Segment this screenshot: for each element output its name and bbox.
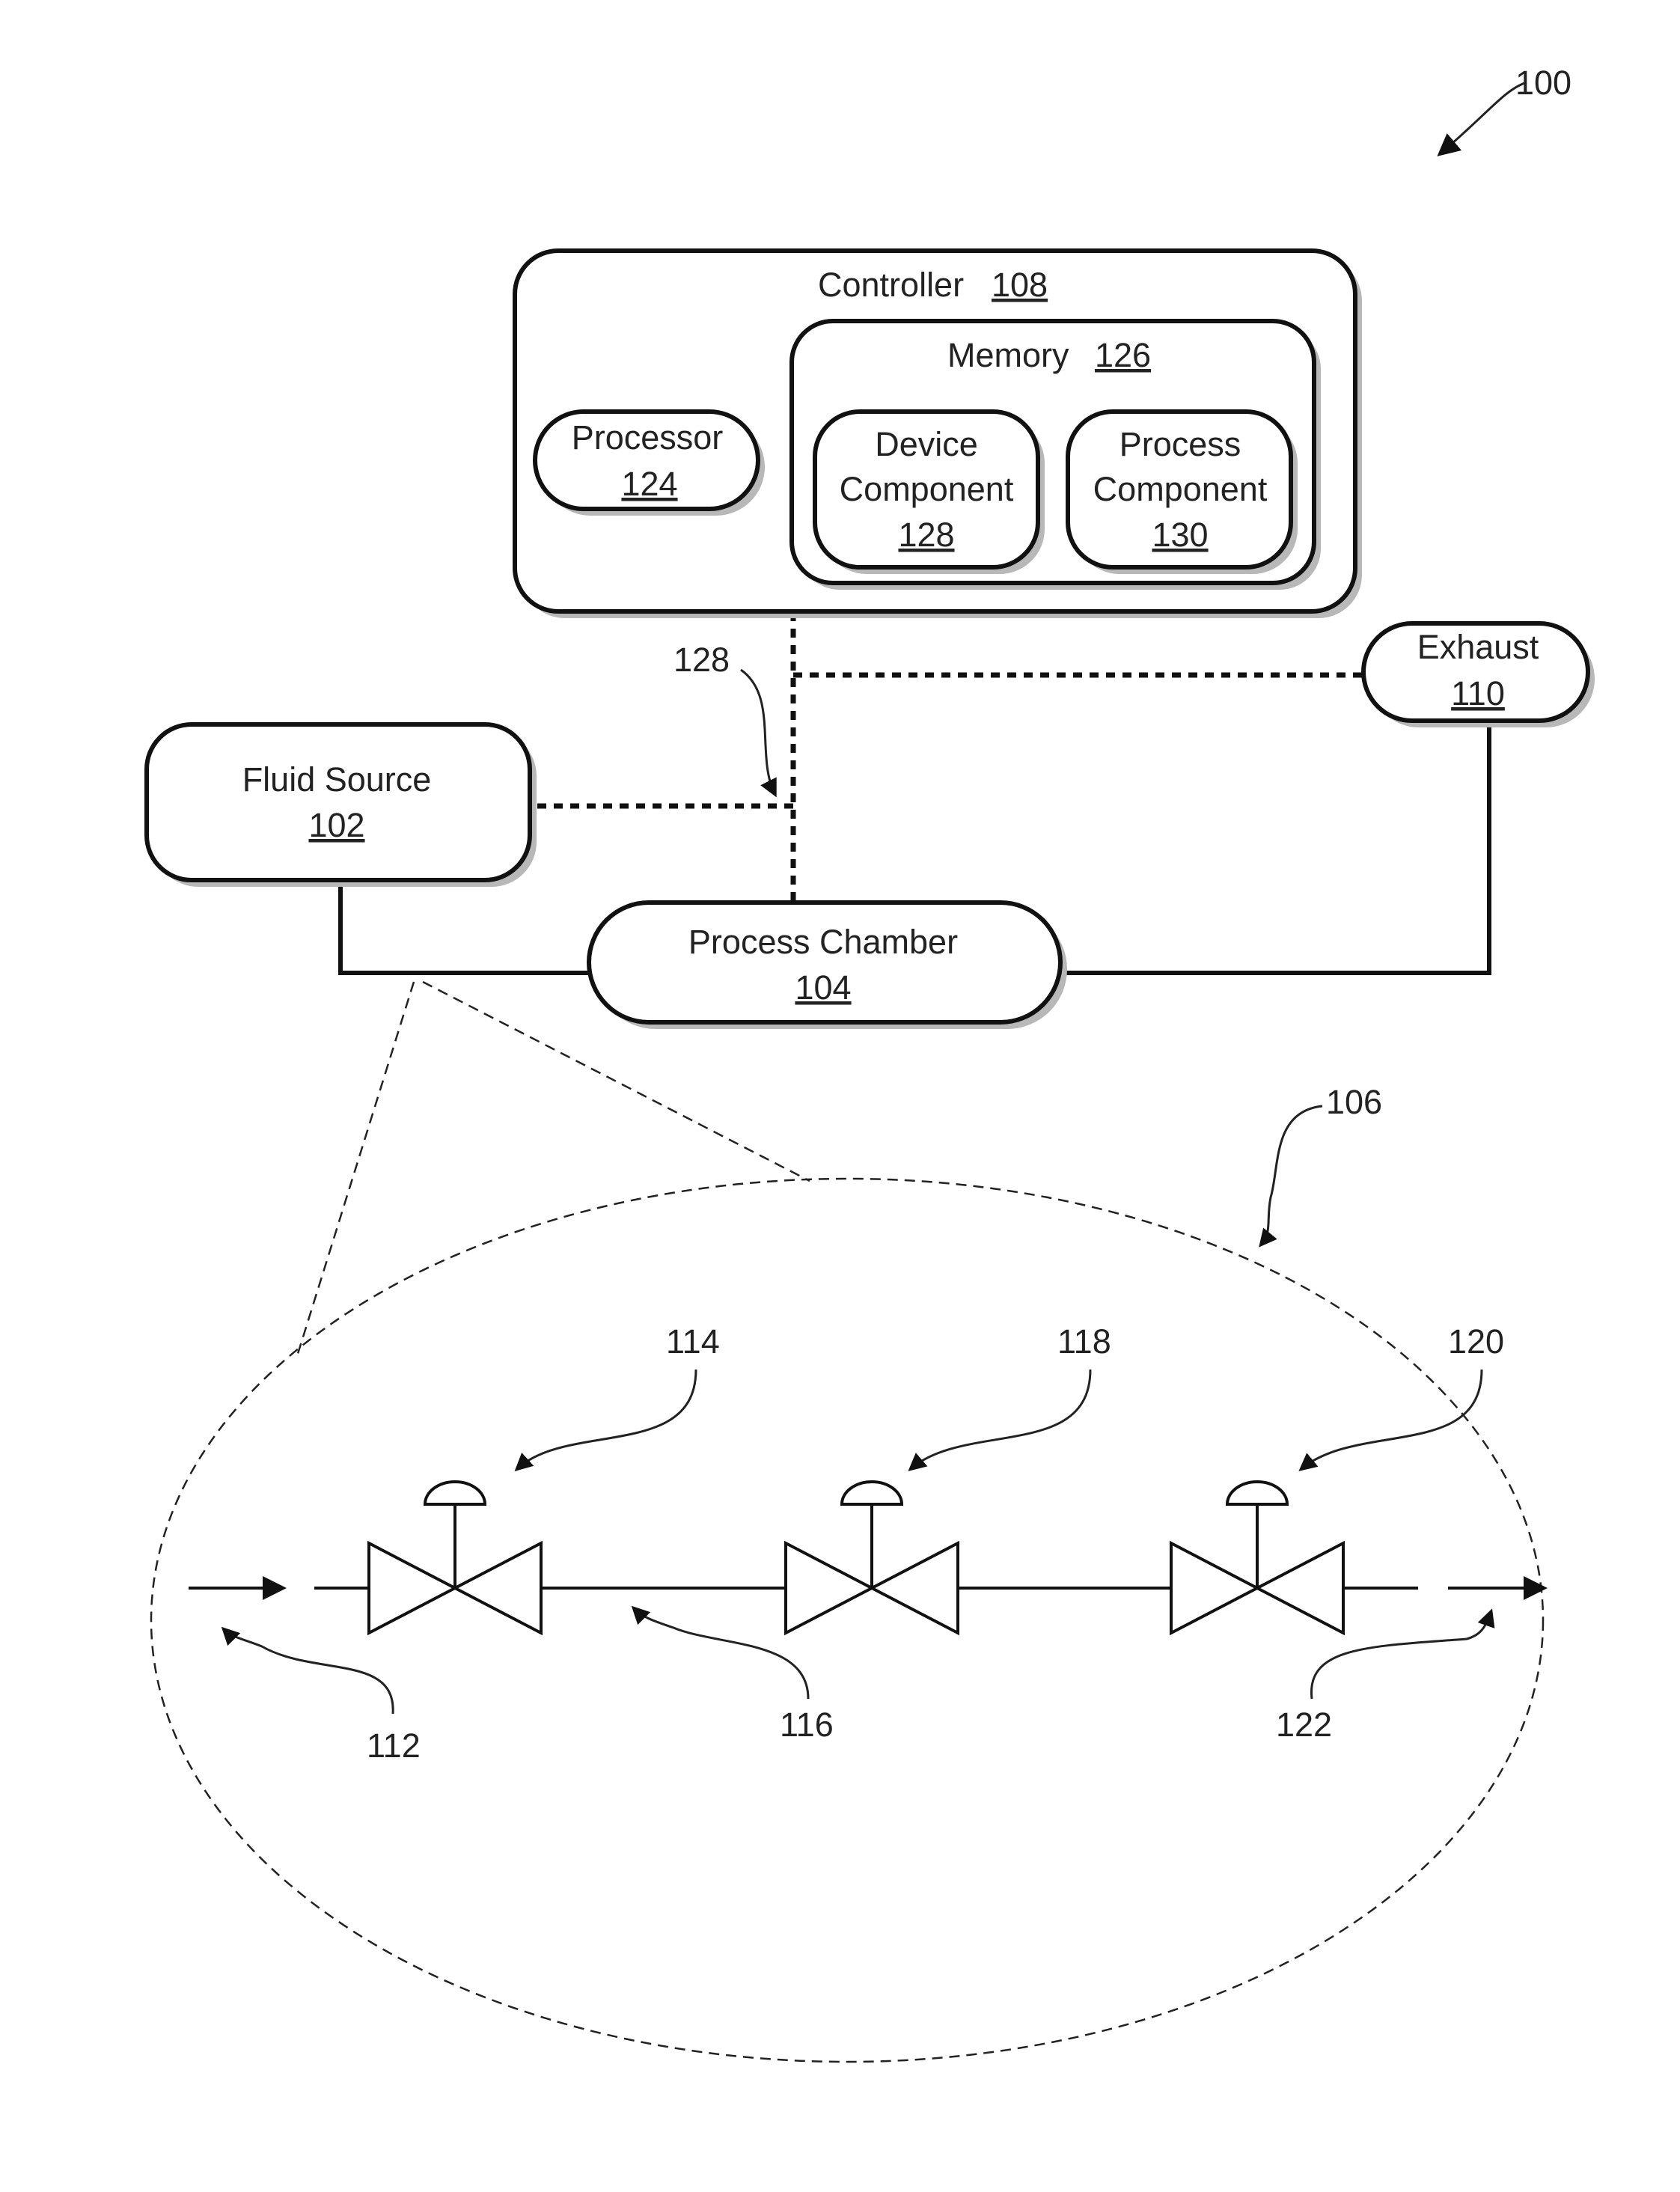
- valve-2-body-left: [786, 1543, 872, 1633]
- memory-ref: 126: [1095, 336, 1151, 374]
- valve-3-ref-leader: [1302, 1370, 1482, 1468]
- fluid-source-outline: [147, 724, 530, 880]
- process-chamber-box: Process Chamber 104: [589, 903, 1067, 1029]
- fluid-source-box: Fluid Source 102: [147, 724, 537, 887]
- valve-1-ref-leader: [518, 1370, 696, 1468]
- valve-2-ref: 118: [1057, 1322, 1111, 1361]
- detail-ref-label: 106: [1326, 1083, 1382, 1121]
- valve-3: [1171, 1482, 1343, 1633]
- fluid-source-label: Fluid Source: [242, 760, 432, 799]
- process-component-line2: Component: [1093, 470, 1268, 508]
- device-component-line1: Device: [875, 425, 978, 463]
- processor-box: Processor 124: [535, 412, 765, 516]
- valve-1-body-right: [455, 1543, 541, 1633]
- valve-3-body-left: [1171, 1543, 1257, 1633]
- valve-2-body-right: [872, 1543, 958, 1633]
- processor-ref: 124: [621, 465, 677, 503]
- valve-2-actuator: [842, 1482, 902, 1504]
- controller-label: Controller: [818, 266, 964, 304]
- process-component-box: Process Component 130: [1068, 412, 1298, 574]
- fluid-line-chamber-to-exhaust: [1063, 722, 1489, 973]
- valve-3-body-right: [1257, 1543, 1343, 1633]
- bus-ref-label: 128: [673, 641, 730, 679]
- detail-ref-leader: [1262, 1106, 1322, 1244]
- processor-label: Processor: [572, 418, 724, 457]
- zoom-line-left: [297, 982, 414, 1356]
- valve-2: [786, 1482, 958, 1633]
- detail-view: 106 114 118 120: [151, 982, 1543, 2062]
- valve-3-actuator: [1227, 1482, 1287, 1504]
- controller-ref: 108: [992, 266, 1048, 304]
- intermediate-ref-leader: [635, 1609, 808, 1699]
- valve-1-actuator: [425, 1482, 485, 1504]
- process-chamber-ref: 104: [795, 968, 851, 1007]
- valve-1: [369, 1482, 541, 1633]
- outlet-ref: 122: [1276, 1706, 1332, 1744]
- memory-label: Memory: [947, 336, 1069, 374]
- exhaust-box: Exhaust 110: [1363, 623, 1595, 727]
- fluid-source-ref: 102: [308, 806, 364, 844]
- device-component-line2: Component: [840, 470, 1014, 508]
- device-component-ref: 128: [898, 516, 954, 554]
- figure-ref-leader: [1441, 82, 1527, 153]
- valve-3-ref: 120: [1448, 1322, 1504, 1361]
- exhaust-ref: 110: [1451, 674, 1505, 712]
- valve-1-ref: 114: [666, 1322, 720, 1361]
- device-component-box: Device Component 128: [815, 412, 1045, 574]
- figure-ref-label: 100: [1515, 64, 1571, 102]
- exhaust-label: Exhaust: [1417, 628, 1539, 666]
- intermediate-ref: 116: [780, 1706, 834, 1744]
- valve-1-body-left: [369, 1543, 455, 1633]
- inlet-ref-leader: [224, 1630, 393, 1714]
- valve-2-ref-leader: [911, 1370, 1090, 1468]
- figure-ref-100: 100: [1441, 64, 1571, 153]
- fluid-line-source-to-chamber: [340, 879, 591, 973]
- process-component-ref: 130: [1152, 516, 1208, 554]
- process-component-line1: Process: [1120, 425, 1241, 463]
- process-chamber-label: Process Chamber: [688, 923, 958, 961]
- bus-ref-leader: [741, 670, 775, 793]
- inlet-ref: 112: [367, 1727, 421, 1765]
